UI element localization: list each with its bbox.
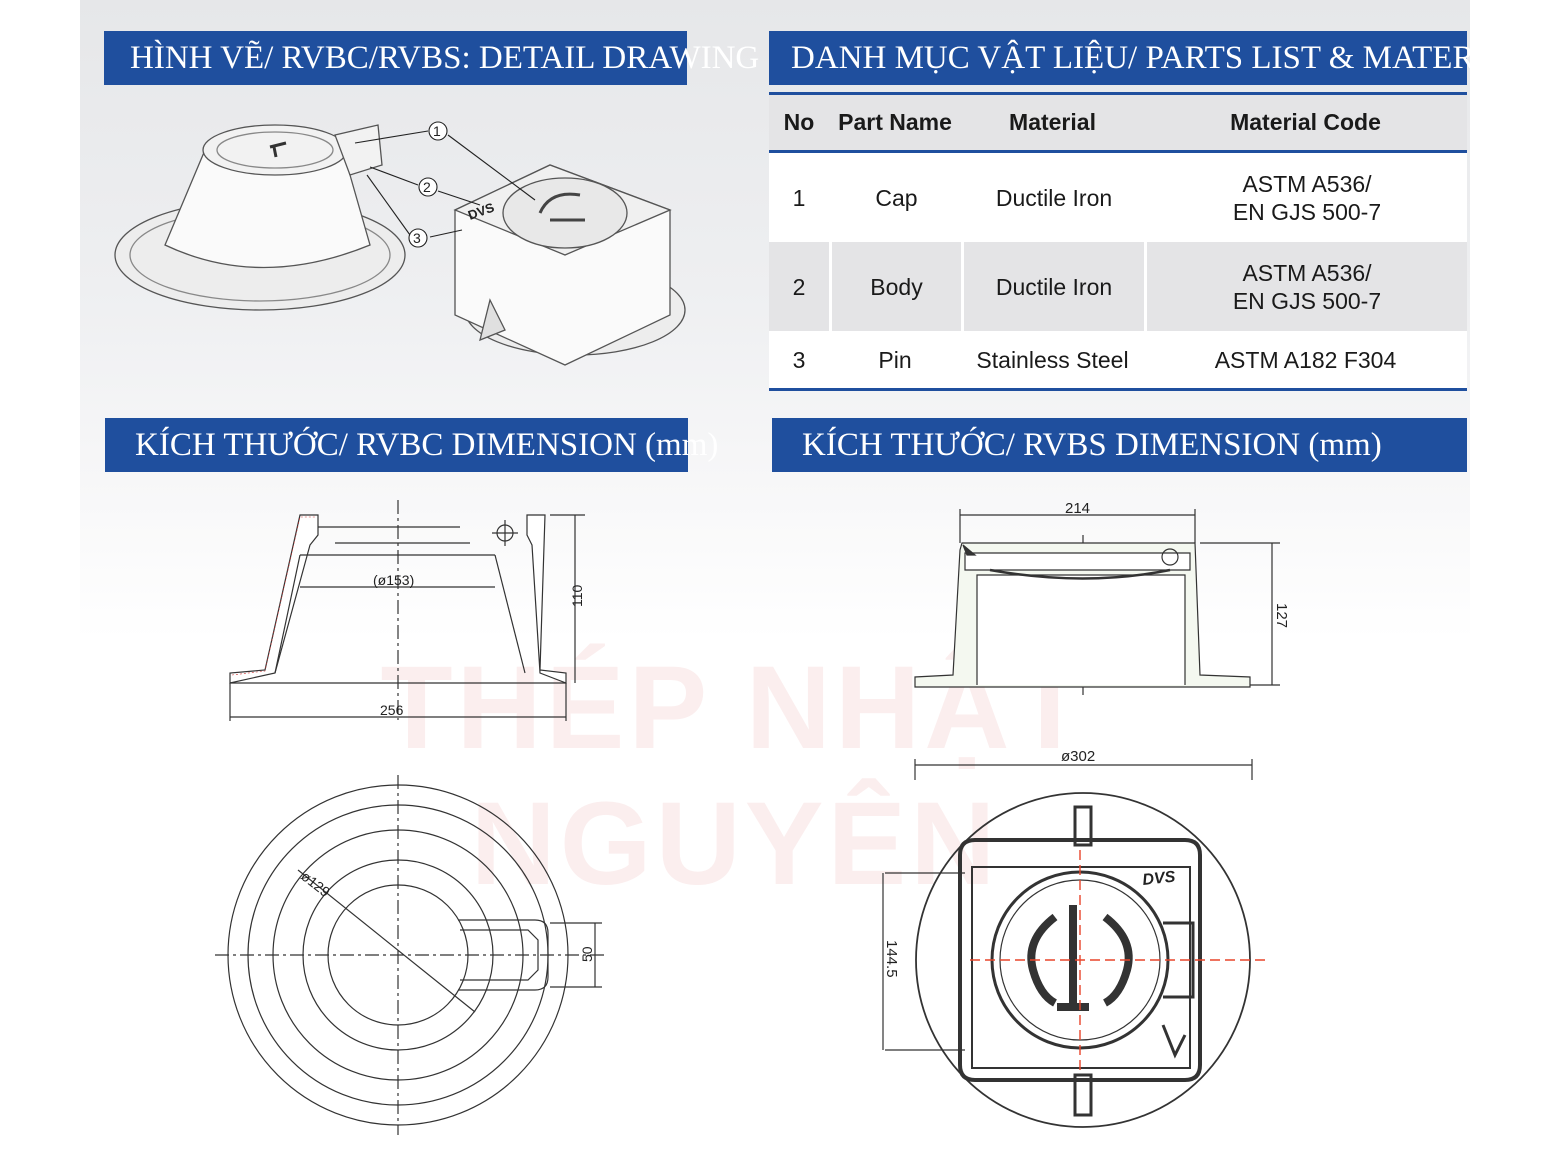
rvbs-plan-view: DVS ø302 144.5 xyxy=(882,748,1265,1128)
cell-no: 2 xyxy=(769,242,829,331)
dim-inner-diameter: (ø153) xyxy=(373,572,414,588)
dim-top-width: 214 xyxy=(1065,500,1090,517)
cell-material-code: ASTM A536/ EN GJS 500-7 xyxy=(1144,153,1467,242)
col-header-material-code: Material Code xyxy=(1144,92,1467,153)
dim-tab-width: 50 xyxy=(579,946,595,962)
cap-tab xyxy=(334,124,383,176)
body-cap-disc xyxy=(502,177,628,249)
col-header-material: Material xyxy=(961,92,1144,153)
cell-material-code: ASTM A536/ EN GJS 500-7 xyxy=(1144,242,1467,331)
cell-material: Ductile Iron xyxy=(961,242,1144,331)
callout-circle xyxy=(428,121,448,141)
table-row: 3 Pin Stainless Steel ASTM A182 F304 xyxy=(769,331,1467,391)
detail-isometric-drawing: DVS 1 2 3 xyxy=(114,121,686,366)
rvbc-plan-view: ø129 50 xyxy=(215,775,605,1135)
table-row: 1 Cap Ductile Iron ASTM A536/ EN GJS 500… xyxy=(769,153,1467,242)
col-header-no: No xyxy=(769,92,829,153)
callout-3: 3 xyxy=(413,230,421,246)
callout-circle xyxy=(418,177,438,197)
cell-material-code: ASTM A182 F304 xyxy=(1144,331,1467,391)
cell-part-name: Cap xyxy=(829,153,961,242)
banner-rvbc-dimension: KÍCH THƯỚC/ RVBC DIMENSION (mm) xyxy=(105,418,718,472)
callout-1: 1 xyxy=(433,123,441,139)
callout-circle xyxy=(408,228,428,248)
dim-box-width: 144.5 xyxy=(883,940,900,978)
table-row: 2 Body Ductile Iron ASTM A536/ EN GJS 50… xyxy=(769,242,1467,331)
rvbs-section-view: 214 127 xyxy=(914,500,1290,695)
dim-base-diameter: ø302 xyxy=(1061,748,1095,765)
banner-rvbs-dimension: KÍCH THƯỚC/ RVBS DIMENSION (mm) xyxy=(772,418,1467,472)
rvbc-section-view: (ø153) 110 256 xyxy=(229,500,585,721)
table-header-row: No Part Name Material Material Code xyxy=(769,92,1467,153)
material-code-line: EN GJS 500-7 xyxy=(1232,198,1382,225)
cell-no: 3 xyxy=(769,331,829,391)
svg-text:DVS: DVS xyxy=(1142,869,1177,889)
col-header-part-name: Part Name xyxy=(829,92,961,153)
banner-detail-drawing: HÌNH VẼ/ RVBC/RVBS: DETAIL DRAWING xyxy=(104,31,759,85)
banner-parts-list: DANH MỤC VẬT LIỆU/ PARTS LIST & MATERIAL xyxy=(769,31,1529,85)
material-code-line: EN GJS 500-7 xyxy=(1232,287,1382,314)
callout-2: 2 xyxy=(423,179,431,195)
dim-height: 110 xyxy=(569,584,585,607)
cap-cone xyxy=(164,139,371,269)
cell-material: Ductile Iron xyxy=(961,153,1144,242)
logo-dvs: DVS xyxy=(1142,869,1177,889)
parts-table: No Part Name Material Material Code 1 Ca… xyxy=(769,92,1467,391)
cell-part-name: Body xyxy=(829,242,961,331)
cell-part-name: Pin xyxy=(829,331,961,391)
dim-bore-diameter: ø129 xyxy=(298,868,333,900)
cell-material: Stainless Steel xyxy=(961,331,1144,391)
material-code-line: ASTM A536/ xyxy=(1242,170,1372,197)
dim-base-width: 256 xyxy=(380,702,404,718)
cell-no: 1 xyxy=(769,153,829,242)
material-code-line: ASTM A536/ xyxy=(1242,259,1372,286)
dim-height: 127 xyxy=(1273,603,1290,628)
